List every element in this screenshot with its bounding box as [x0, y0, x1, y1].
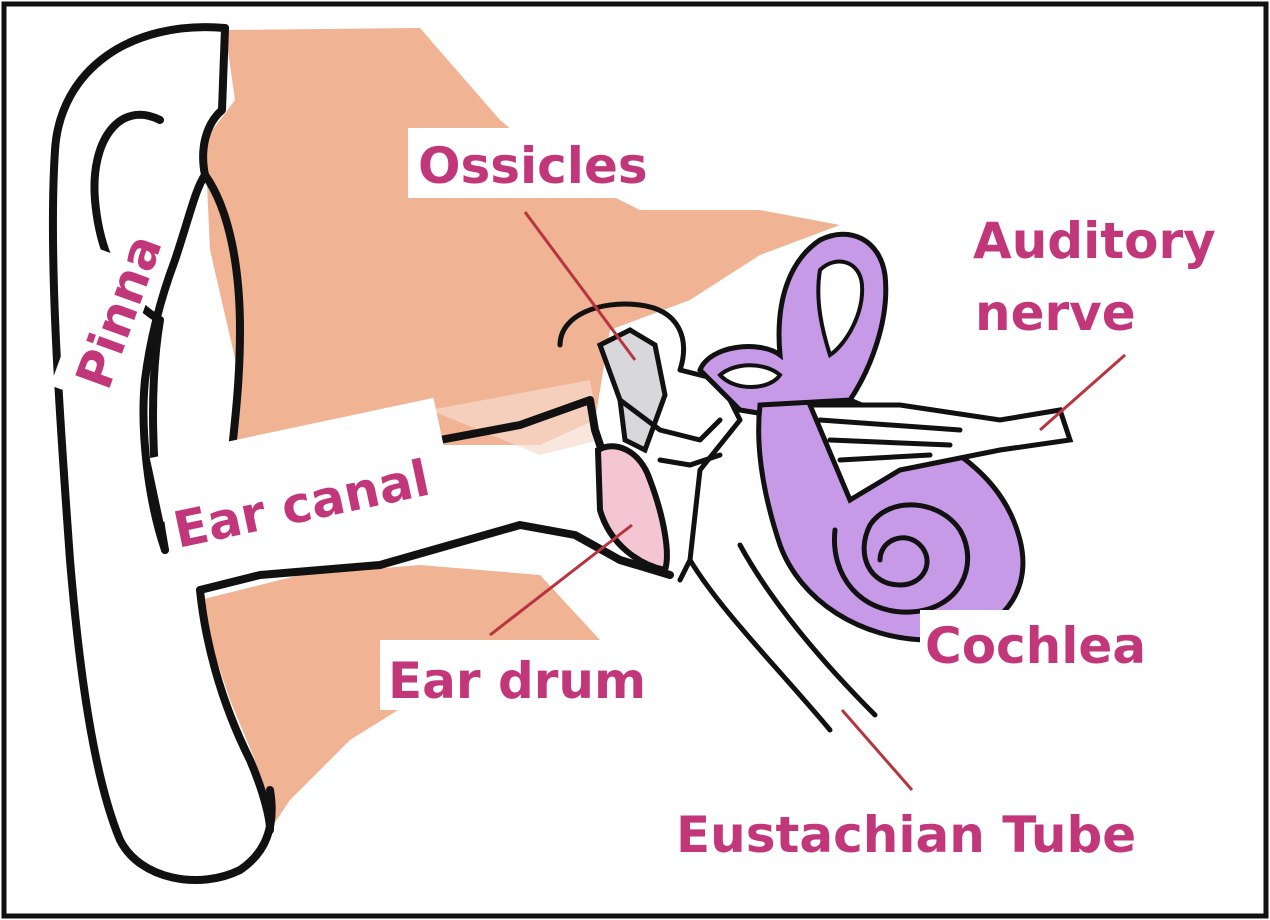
ossicle-stapes	[657, 452, 723, 468]
pinna-outer-outline	[48, 23, 276, 884]
auditory-nerve-pointer	[1039, 353, 1126, 432]
canal-hole-1	[816, 259, 865, 359]
ossicles-label-box	[408, 128, 690, 198]
ear-drum-pointer	[489, 523, 633, 637]
canal-shadow	[430, 380, 600, 455]
ear-drum-label: Ear drum	[388, 652, 646, 710]
ossicles-pointer	[523, 211, 637, 361]
ear-canal-label-box	[149, 397, 448, 522]
auditory-label-line2: nerve	[975, 284, 1136, 342]
eustachian-tube-outline-1	[687, 557, 833, 733]
pinna-label-box	[50, 249, 159, 407]
cochlea-label-box	[920, 610, 1160, 680]
auditory-label-line1: Auditory	[973, 212, 1216, 270]
auditory-nerve-shape	[806, 402, 1074, 504]
ossicles-label: Ossicles	[418, 137, 648, 195]
auditory-label-box	[945, 205, 1260, 345]
ossicle-link	[617, 397, 723, 443]
cochlea-label: Cochlea	[925, 617, 1146, 675]
ear-canal-lower	[196, 521, 674, 594]
pinna-inner-outline	[139, 24, 229, 554]
ear-drum-label-box	[380, 640, 660, 710]
nerve-fibers	[817, 417, 963, 463]
head-tissue	[205, 28, 840, 445]
middle-ear-outline	[557, 301, 743, 583]
eustachian-label-box	[668, 795, 1150, 870]
eustachian-tube-outline-2	[737, 542, 878, 718]
concha-outline	[201, 171, 244, 454]
eustachian-pointer	[840, 709, 914, 791]
eustachian-label: Eustachian Tube	[676, 806, 1136, 864]
canal-hole-2	[717, 363, 783, 389]
cochlea-spiral	[831, 502, 971, 615]
lobe-outline	[196, 586, 274, 834]
